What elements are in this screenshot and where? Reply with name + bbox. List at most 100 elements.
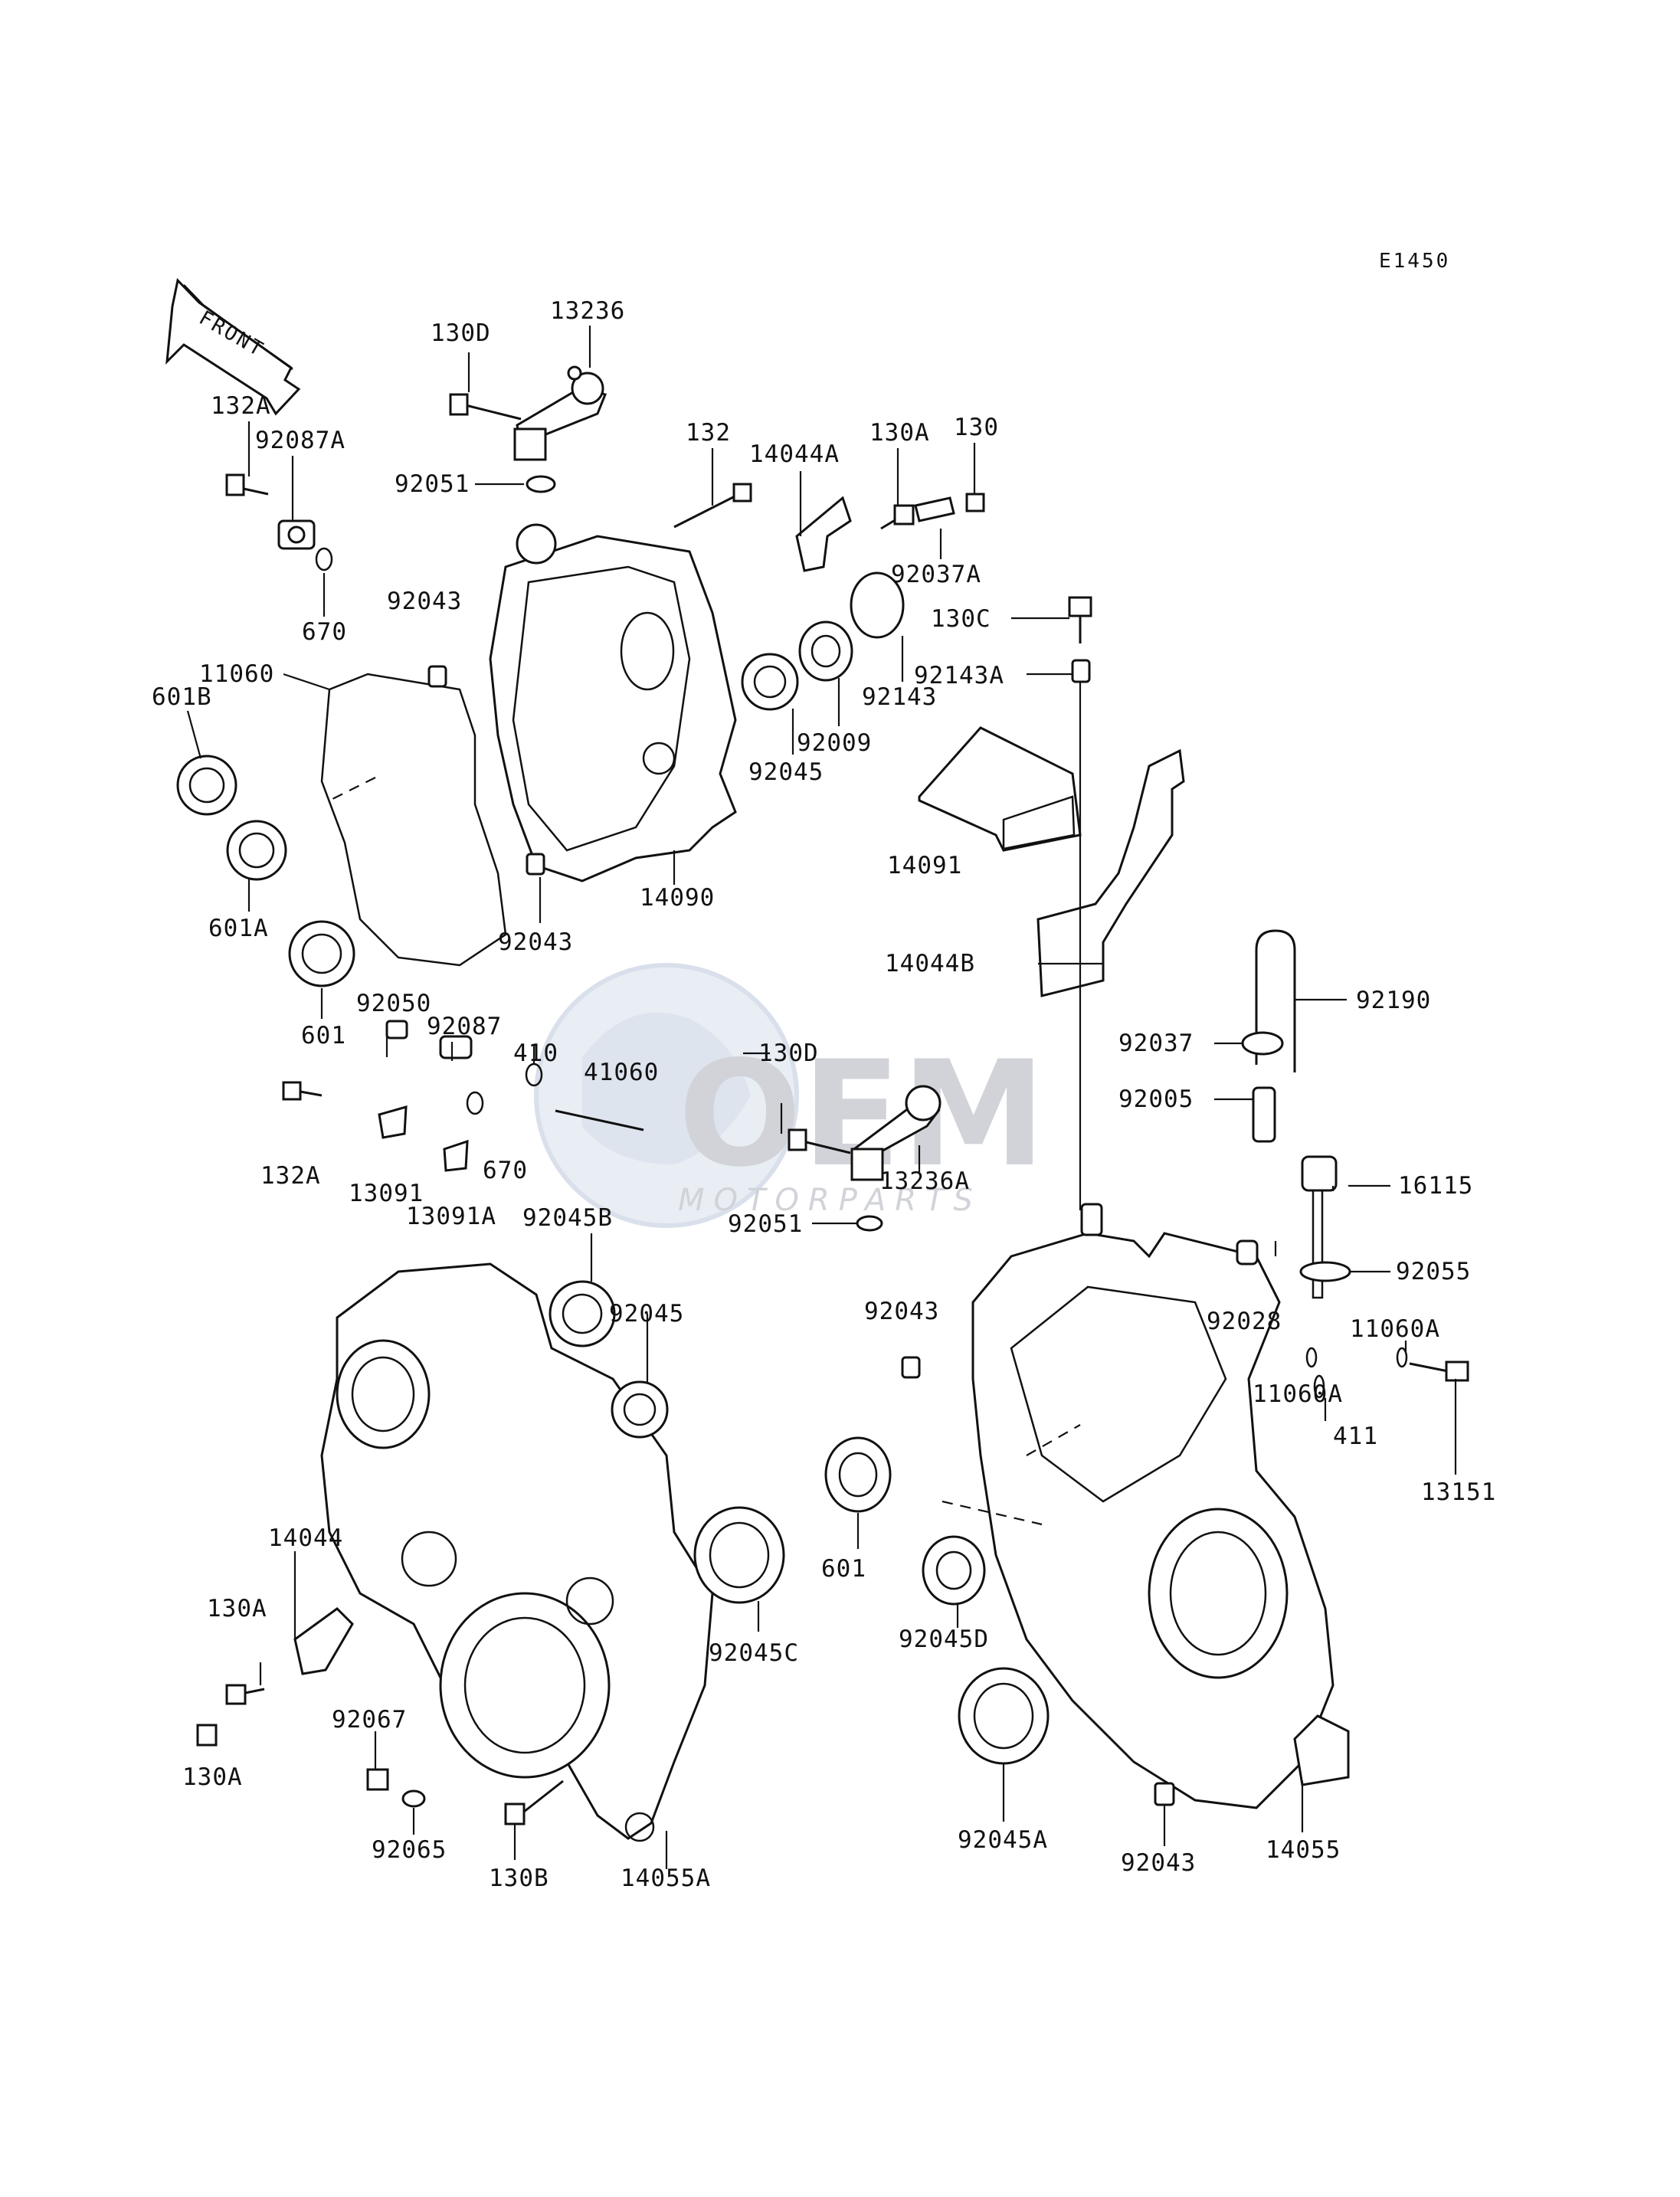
fitting-92005 [1252,1086,1276,1143]
label-130D-top: 130D [431,319,491,347]
bolt-130B [504,1780,564,1825]
bearing-601A [226,820,287,881]
bearing-92045B [549,1280,616,1347]
seal-92009 [798,620,853,682]
label-130B: 130B [489,1865,549,1892]
bearing-601B [176,755,237,816]
bolt-132A-mid [282,1081,323,1101]
washer-92051-top [526,475,556,493]
label-13236A: 13236A [879,1167,970,1195]
dowel-92043-d [1154,1782,1175,1806]
label-13091: 13091 [349,1180,424,1207]
label-92143: 92143 [862,683,937,711]
label-92087: 92087 [427,1013,502,1040]
label-130C: 130C [931,605,991,633]
washer-92051-mid [856,1215,883,1232]
ring-92143 [850,571,905,639]
bolt-130A-top [880,504,915,530]
label-92009: 92009 [797,729,872,757]
bolt-130A-l1 [225,1684,265,1705]
leader-lines [186,326,1457,1869]
label-92051-mid: 92051 [728,1210,803,1238]
label-411: 411 [1333,1423,1378,1450]
fitting-92087 [439,1035,473,1059]
label-132A-top: 132A [211,392,271,420]
plate-13091A [443,1139,469,1172]
shift-arm-13236A [850,1085,942,1181]
label-130D-mid: 130D [758,1040,819,1067]
crankcase-14055A [320,1262,714,1842]
diagram-code: E1450 [1379,250,1450,273]
label-130A-l1: 130A [207,1595,267,1622]
bolt-130D-top [449,393,522,421]
washer-411 [1313,1374,1325,1399]
label-14044: 14044 [268,1524,343,1552]
fitting-92087A [277,519,316,550]
guard-14091 [918,726,1082,852]
label-13151: 13151 [1421,1478,1496,1506]
o-ring-670-top [315,547,333,571]
bearing-601-mid [824,1436,892,1513]
dowel-92043-c [901,1356,921,1379]
label-92043-d: 92043 [1121,1849,1196,1877]
bearing-92045-mid [611,1380,669,1439]
label-92067: 92067 [332,1706,407,1734]
o-ring-92055 [1299,1261,1351,1282]
bearing-92045D [922,1535,986,1606]
o-ring-670-mid [466,1091,484,1115]
bolt-130 [965,493,985,512]
collar-92143A [1071,659,1091,683]
bearing-601-top [288,920,355,987]
label-14091: 14091 [887,852,962,879]
label-92005: 92005 [1118,1085,1194,1113]
o-ring-11060A-r [1396,1347,1408,1368]
label-16115: 16115 [1398,1172,1473,1200]
cover-14090 [489,523,737,882]
bracket-14044B [1036,748,1185,997]
label-132A-mid: 132A [260,1162,321,1190]
o-ring-11060A-l [1305,1347,1318,1368]
label-601-top: 601 [301,1022,346,1049]
label-92037: 92037 [1118,1030,1194,1057]
bearing-92045C [693,1506,785,1604]
bearing-92045-top [741,653,799,711]
label-92045-top: 92045 [748,758,824,786]
collar-92028 [1236,1239,1259,1265]
label-11060: 11060 [199,660,274,688]
label-92087A: 92087A [255,427,345,454]
shaft-41060 [555,1109,644,1131]
label-92190: 92190 [1356,987,1431,1014]
label-92050: 92050 [356,990,431,1017]
label-601B: 601B [152,683,212,711]
watermark: OEM MOTORPARTS [534,963,1046,1228]
label-92065: 92065 [372,1836,447,1864]
bracket-14044 [293,1607,354,1675]
label-92045C: 92045C [709,1639,799,1667]
crankcase-14055 [971,1203,1350,1809]
bolt-132 [673,483,752,529]
plate-13091 [378,1105,408,1139]
label-670-mid: 670 [483,1157,528,1184]
label-92045-mid: 92045 [609,1300,684,1328]
plug-92067 [366,1768,389,1791]
label-13236: 13236 [550,297,625,325]
label-92045B: 92045B [522,1204,613,1232]
label-92028: 92028 [1207,1308,1282,1335]
dipstick-16115 [1301,1155,1338,1299]
label-92143A: 92143A [914,662,1004,689]
label-41060: 41060 [584,1059,659,1086]
label-14044B: 14044B [885,950,975,977]
dowel-92043-a [427,665,447,688]
bolt-130C [1068,596,1092,643]
label-92055: 92055 [1396,1258,1471,1285]
label-130A-l2: 130A [182,1763,243,1791]
label-92043-c: 92043 [864,1298,939,1325]
bearing-92045A [958,1667,1050,1765]
label-14044A: 14044A [749,440,840,468]
label-92045A: 92045A [958,1826,1048,1854]
label-601A: 601A [208,915,269,942]
label-14055A: 14055A [621,1865,711,1892]
bolt-130D-mid [788,1128,851,1154]
part-labels: 130D 13236 132A 92087A 92051 132 14044A … [152,297,1496,1892]
nut-92050 [385,1020,408,1040]
